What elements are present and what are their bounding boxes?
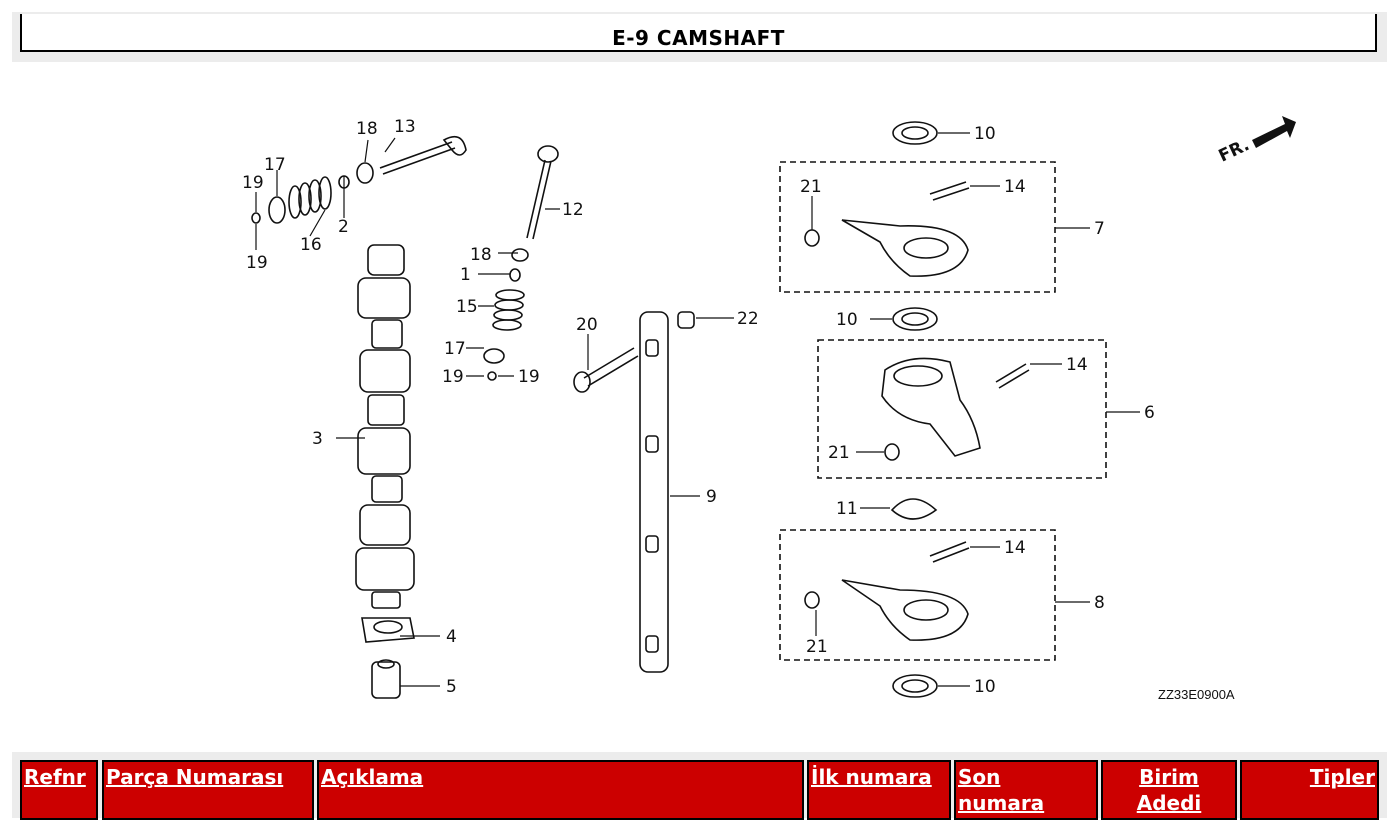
callout-9: 9 xyxy=(706,487,717,507)
seal-19b xyxy=(487,371,497,381)
callout-4: 4 xyxy=(446,627,457,647)
col-header-last-number: Son numara xyxy=(954,760,1098,820)
sort-link-description[interactable]: Açıklama xyxy=(321,765,424,789)
callout-17: 17 xyxy=(264,155,286,175)
front-label: FR. xyxy=(1216,135,1253,166)
col-header-description: Açıklama xyxy=(317,760,804,820)
retainer-18b xyxy=(511,248,529,262)
washer-10c xyxy=(892,674,938,698)
col-header-refnr: Refnr xyxy=(20,760,98,820)
sort-link-unit-qty[interactable]: Birim Adedi xyxy=(1136,765,1202,815)
sort-link-types[interactable]: Tipler xyxy=(1309,765,1375,789)
callout-14b: 14 xyxy=(1066,355,1088,375)
callout-19: 19 xyxy=(242,173,264,193)
spring-15 xyxy=(495,289,525,301)
callout-21b: 21 xyxy=(828,443,850,463)
callout-2: 2 xyxy=(338,217,349,237)
callout-10a: 10 xyxy=(974,124,996,144)
seal-19 xyxy=(251,212,261,224)
rocker-shaft-9 xyxy=(639,311,669,673)
callout-15: 15 xyxy=(456,297,478,317)
callout-22: 22 xyxy=(737,309,759,329)
spring-16 xyxy=(288,185,302,219)
sort-link-last-number[interactable]: Son numara xyxy=(958,765,1045,815)
rocker-arm-7 xyxy=(841,219,969,277)
box-6 xyxy=(817,339,1107,479)
callout-19b: 19 xyxy=(246,253,268,273)
valve-12 xyxy=(537,145,559,163)
callout-13: 13 xyxy=(394,117,416,137)
callout-11: 11 xyxy=(836,499,858,519)
callout-12: 12 xyxy=(562,200,584,220)
washer-10b xyxy=(892,307,938,331)
valve-13 xyxy=(379,141,456,175)
callout-16: 16 xyxy=(300,235,322,255)
callout-6: 6 xyxy=(1144,403,1155,423)
col-header-unit-qty: Birim Adedi xyxy=(1101,760,1237,820)
front-arrow-icon xyxy=(1252,116,1296,148)
col-header-first-number: İlk numara xyxy=(807,760,951,820)
callout-3: 3 xyxy=(312,429,323,449)
callout-17b: 17 xyxy=(444,339,466,359)
camshaft-3 xyxy=(367,244,405,276)
gear-4 xyxy=(361,617,415,643)
washer-10a xyxy=(892,121,938,145)
callout-20: 20 xyxy=(576,315,598,335)
callout-18: 18 xyxy=(356,119,378,139)
callout-21a: 21 xyxy=(800,177,822,197)
callout-5: 5 xyxy=(446,677,457,697)
parts-diagram: FR. 13 18 17 19 16 2 19 12 18 1 15 17 19… xyxy=(242,116,1296,702)
page-title: E-9 CAMSHAFT xyxy=(612,26,785,50)
seat-17 xyxy=(268,196,286,224)
callout-1: 1 xyxy=(460,265,471,285)
seat-17b xyxy=(483,348,505,364)
rocker-arm-6 xyxy=(881,357,981,457)
cotter-1 xyxy=(509,268,521,282)
callout-18b: 18 xyxy=(470,245,492,265)
callout-10c: 10 xyxy=(974,677,996,697)
rocker-arm-8 xyxy=(841,579,969,641)
callout-7: 7 xyxy=(1094,219,1105,239)
sort-link-part-number[interactable]: Parça Numarası xyxy=(106,765,284,789)
box-8 xyxy=(779,529,1056,661)
col-header-part-number: Parça Numarası xyxy=(102,760,314,820)
callout-14a: 14 xyxy=(1004,177,1026,197)
retainer-18 xyxy=(356,162,374,184)
bolt-20 xyxy=(583,347,639,387)
col-header-types: Tipler xyxy=(1240,760,1379,820)
diagram-code: ZZ33E0900A xyxy=(1158,687,1235,702)
sleeve-5 xyxy=(371,661,401,699)
title-box: E-9 CAMSHAFT xyxy=(20,14,1377,52)
pin-22 xyxy=(677,311,695,329)
sort-link-first-number[interactable]: İlk numara xyxy=(811,765,932,789)
callout-21c: 21 xyxy=(806,637,828,657)
callout-19d: 19 xyxy=(518,367,540,387)
callout-19c: 19 xyxy=(442,367,464,387)
callout-8: 8 xyxy=(1094,593,1105,613)
callout-10b: 10 xyxy=(836,310,858,330)
callout-14c: 14 xyxy=(1004,538,1026,558)
box-7 xyxy=(779,161,1056,293)
callout-numbers: 13 18 17 19 16 2 19 12 18 1 15 17 19 19 … xyxy=(242,117,1235,702)
washer-11 xyxy=(890,498,938,520)
sort-link-refnr[interactable]: Refnr xyxy=(24,765,86,789)
